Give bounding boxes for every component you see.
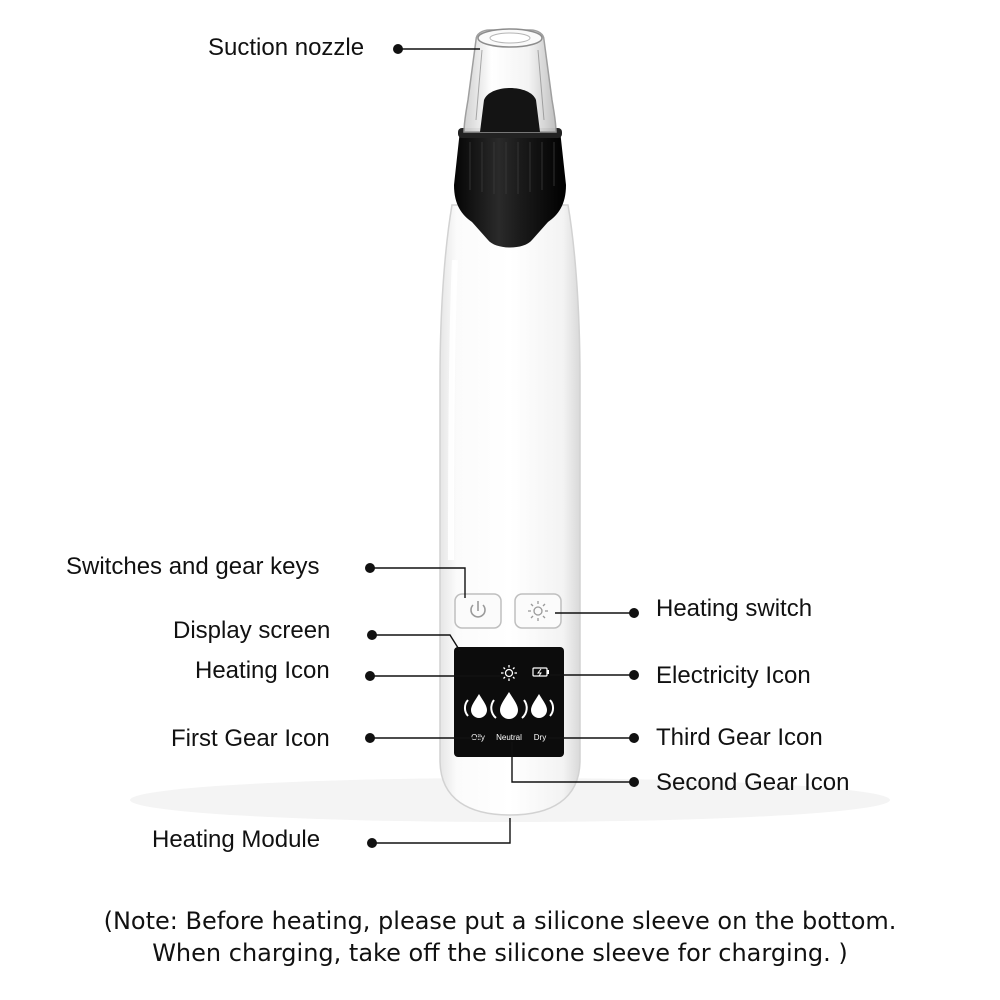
heating-switch-sun-icon — [528, 601, 548, 621]
screen-battery-icon — [532, 667, 549, 677]
note-line-2: When charging, take off the silicone sle… — [152, 939, 848, 967]
label-heating-icon: Heating Icon — [195, 657, 330, 684]
second-gear-drop-icon — [490, 692, 528, 719]
label-suction-nozzle: Suction nozzle — [208, 34, 365, 61]
screen-dry-text: Dry — [534, 733, 546, 742]
note-line-1: (Note: Before heating, please put a sili… — [103, 907, 897, 935]
label-electricity-icon: Electricity Icon — [656, 662, 811, 689]
label-first-gear-icon: First Gear Icon — [171, 725, 330, 752]
third-gear-drop-icon — [531, 694, 554, 718]
first-gear-drop-icon — [464, 694, 487, 718]
nozzle-inner — [480, 88, 540, 132]
label-heating-module: Heating Module — [152, 826, 321, 853]
leader-dots — [365, 44, 639, 848]
body-highlight — [448, 259, 458, 561]
power-icon — [470, 601, 486, 618]
label-display-screen: Display screen — [173, 617, 331, 644]
screen-heating-icon — [501, 665, 517, 681]
screen-neutral-text: Neutral — [496, 733, 522, 742]
leader-lines — [370, 48, 634, 844]
heating-button[interactable] — [514, 593, 562, 629]
label-switches-gear-keys: Switches and gear keys — [66, 553, 320, 580]
label-heating-switch: Heating switch — [656, 595, 813, 622]
label-second-gear-icon: Second Gear Icon — [656, 769, 850, 796]
label-third-gear-icon: Third Gear Icon — [656, 724, 823, 751]
